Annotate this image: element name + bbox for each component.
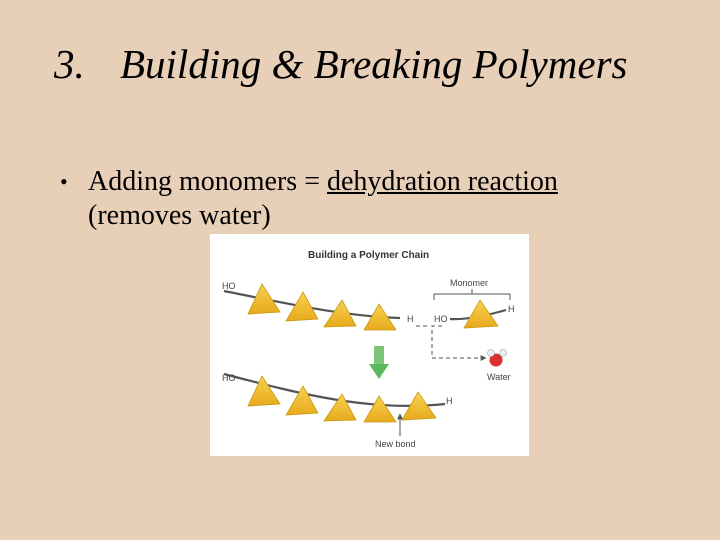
monomer-top-4 xyxy=(363,303,397,331)
monomer-free xyxy=(463,299,499,329)
water-release-path xyxy=(416,325,486,358)
reaction-arrow-icon xyxy=(369,346,389,379)
water-molecule-icon xyxy=(487,349,507,367)
slide-title-text: Building & Breaking Polymers xyxy=(120,41,628,87)
bullet-marker: • xyxy=(60,169,68,194)
bullet-text-prefix: Adding monomers = xyxy=(88,166,327,197)
slide-title: 3. Building & Breaking Polymers xyxy=(54,40,627,88)
label-ho-top: HO xyxy=(222,281,236,291)
monomer-bottom-3 xyxy=(323,393,357,422)
monomer-bottom-5 xyxy=(401,391,437,421)
monomer-bracket xyxy=(433,293,511,300)
bullet-item: • Adding monomers = dehydration reaction… xyxy=(60,165,700,233)
monomer-bottom-2 xyxy=(285,385,319,416)
monomer-bottom-1 xyxy=(247,375,281,407)
label-h-top: H xyxy=(407,314,414,324)
label-h-bottom: H xyxy=(446,396,453,406)
label-monomer-ho: HO xyxy=(434,314,448,324)
bullet-text-underlined: dehydration reaction xyxy=(327,166,558,197)
label-new-bond: New bond xyxy=(375,439,416,449)
bullet-list: • Adding monomers = dehydration reaction… xyxy=(60,165,700,233)
monomer-bottom-4 xyxy=(363,395,397,423)
label-monomer-h: H xyxy=(508,304,515,314)
label-water: Water xyxy=(487,372,511,382)
monomer-top-2 xyxy=(285,291,319,322)
label-ho-bottom: HO xyxy=(222,373,236,383)
figure-title: Building a Polymer Chain xyxy=(308,250,429,261)
slide-title-number: 3. xyxy=(54,41,85,87)
monomer-top-3 xyxy=(323,299,357,328)
label-monomer: Monomer xyxy=(450,278,488,288)
polymer-chain-svg: Building a Polymer Chain HO H Monomer HO… xyxy=(222,250,515,449)
bullet-text-line2: (removes water) xyxy=(88,200,271,231)
polymer-chain-diagram: Building a Polymer Chain HO H Monomer HO… xyxy=(210,234,529,456)
monomer-top-1 xyxy=(247,283,281,315)
